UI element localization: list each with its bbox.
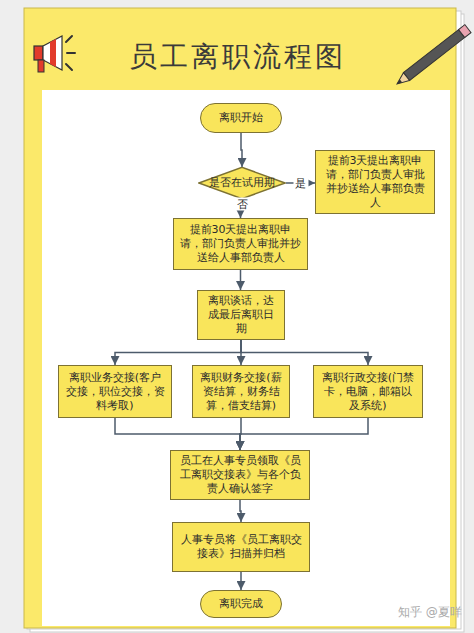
flow-arrow xyxy=(115,418,240,450)
process-box: 提前3天提出离职申请，部门负责人审批并抄送给人事部负责人 xyxy=(315,150,435,214)
node-text: 是否在试用期 xyxy=(209,176,275,190)
process-box: 人事专员将《员工离职交接表》扫描并归档 xyxy=(172,522,310,572)
megaphone-band xyxy=(50,39,56,67)
megaphone-cone xyxy=(43,36,62,70)
process-box: 离职财务交接(薪资结算，财务结算，借支结算) xyxy=(192,365,290,418)
pencil-eraser xyxy=(459,25,471,38)
process-box: 离职行政交接(门禁卡，电脑，邮箱以及系统) xyxy=(313,365,423,418)
node-text: 离职谈话，达成最后离职日期 xyxy=(204,294,278,336)
diagram-title: 员工离职流程图 xyxy=(0,40,474,74)
node-text: 离职行政交接(门禁卡，电脑，邮箱以及系统) xyxy=(320,371,416,413)
content-area xyxy=(42,90,450,626)
paper-sheet xyxy=(30,14,464,632)
sound-lines xyxy=(66,36,75,70)
pencil-tip xyxy=(394,73,410,88)
flow-arrow xyxy=(241,133,242,167)
pencil-body xyxy=(403,30,464,81)
edge-label: 否 xyxy=(235,197,250,210)
flow-arrow xyxy=(115,340,241,365)
process-box: 离职谈话，达成最后离职日期 xyxy=(197,290,285,340)
paper-sheet xyxy=(27,11,461,629)
node-text: 离职开始 xyxy=(219,111,263,125)
megaphone-handle xyxy=(38,60,44,72)
edge-label: 是 xyxy=(293,177,308,190)
process-box: 离职业务交接(客户交接，职位交接，资料考取) xyxy=(58,365,172,418)
decision-diamond: 是否在试用期 xyxy=(198,167,286,199)
node-text: 离职财务交接(薪资结算，财务结算，借支结算) xyxy=(199,371,283,413)
pencil-icon xyxy=(394,25,471,88)
diamond-shape xyxy=(199,167,285,198)
megaphone-back xyxy=(34,46,43,60)
flow-arrow xyxy=(240,500,241,522)
flow-arrow xyxy=(240,572,242,590)
megaphone-icon xyxy=(34,36,75,72)
node-text: 提前3天提出离职申请，部门负责人审批并抄送给人事部负责人 xyxy=(322,154,428,210)
pencil-lead xyxy=(396,79,402,85)
node-text: 提前30天提出离职申请，部门负责人审批并抄送给人事部负责人 xyxy=(180,223,301,265)
node-text: 员工在人事专员领取《员工离职交接表》与各个负责人确认签字 xyxy=(177,454,303,496)
terminal-box: 离职完成 xyxy=(200,590,282,618)
terminal-box: 离职开始 xyxy=(200,103,282,133)
process-box: 提前30天提出离职申请，部门负责人审批并抄送给人事部负责人 xyxy=(173,218,308,270)
flow-arrow xyxy=(241,340,368,365)
flow-arrow xyxy=(240,418,368,450)
flow-arrow xyxy=(240,270,242,290)
watermark: 知乎 @夏咩 xyxy=(398,604,462,621)
node-text: 离职业务交接(客户交接，职位交接，资料考取) xyxy=(65,371,165,413)
process-box: 员工在人事专员领取《员工离职交接表》与各个负责人确认签字 xyxy=(170,450,310,500)
node-text: 人事专员将《员工离职交接表》扫描并归档 xyxy=(179,533,303,561)
yellow-frame xyxy=(24,8,456,628)
node-text: 离职完成 xyxy=(219,597,263,611)
